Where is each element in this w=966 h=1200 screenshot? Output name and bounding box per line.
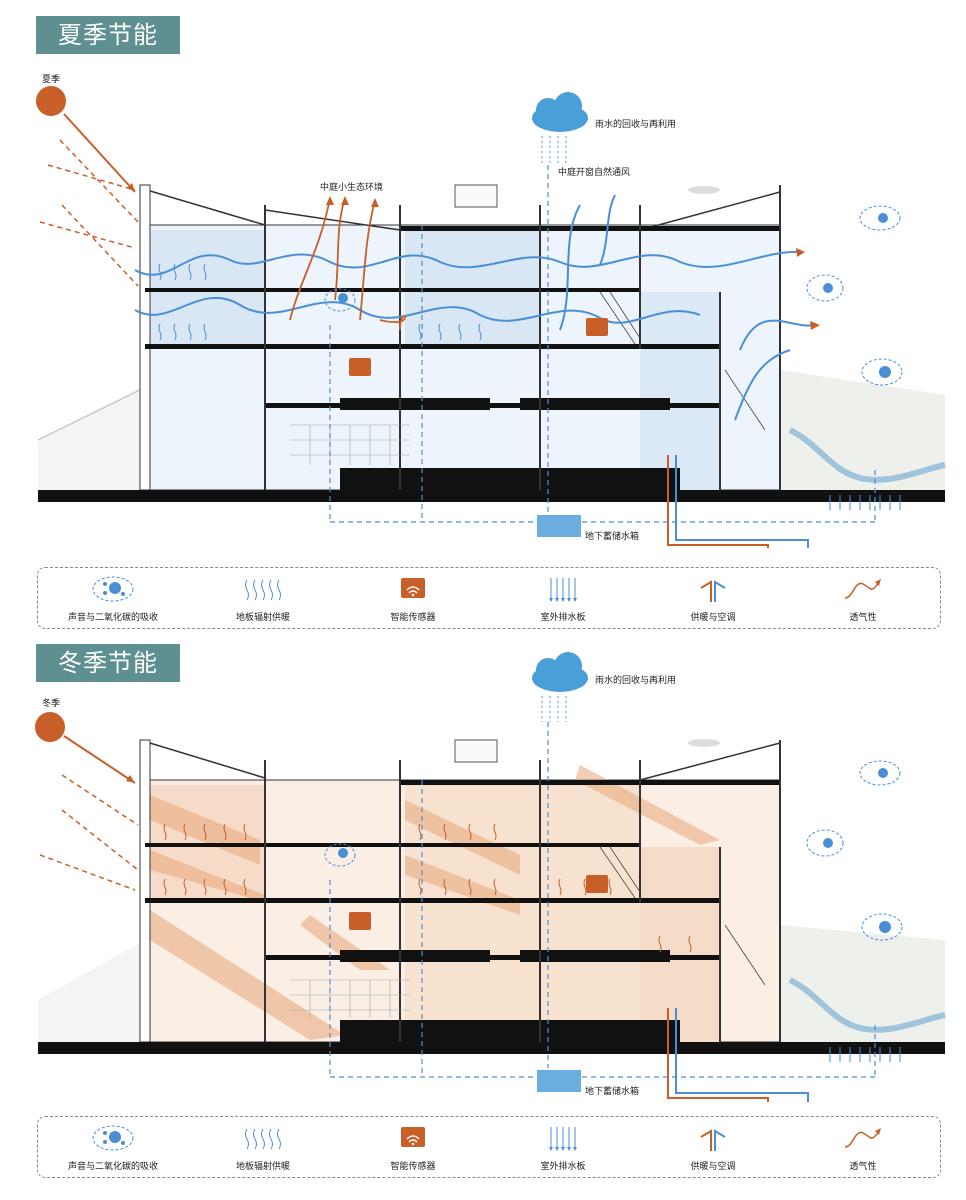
legend-item: 室外排水板 [488,568,638,628]
legend-item: 透气性 [788,1117,938,1177]
smart-sensor-icon [586,318,608,336]
legend-label: 透气性 [849,1162,877,1172]
sound-co2-icon [324,205,903,386]
legend-item: 室外排水板 [488,1117,638,1177]
legend-label: 声音与二氧化碳的吸收 [67,613,158,623]
legend-item: 供暖与空调 [638,568,788,628]
legend-winter: 声音与二氧化碳的吸收 地板辐射供暖 智能传感器 室外排水板 供暖与空调 透气性 [37,1116,941,1178]
legend-label: 智能传感器 [390,1162,436,1172]
annotation-tank: 地下蓄储水箱 [585,532,640,542]
legend-label: 智能传感器 [390,613,436,623]
annotation-ventilation: 中庭开窗自然通风 [558,168,631,178]
season-label: 冬季 [42,699,61,709]
annotation-rain: 雨水的回收与再利用 [595,120,677,130]
panel-title: 冬季节能 [36,644,180,682]
sound-co2-icon [324,760,903,941]
legend-item: 智能传感器 [338,568,488,628]
season-label: 夏季 [42,75,61,85]
annotation-courtyard-eco: 中庭小生态环境 [320,183,384,193]
legend-item: 声音与二氧化碳的吸收 [38,568,188,628]
legend-item: 地板辐射供暖 [188,568,338,628]
water-tank [537,515,581,537]
summer-section-diagram [36,86,946,548]
smart-sensor-icon [586,875,608,893]
legend-label: 透气性 [849,613,877,623]
panel-title: 夏季节能 [36,16,180,54]
rain-cloud-icon [532,92,588,165]
sun-icon [36,86,66,116]
sun-icon [35,712,65,742]
legend-item: 地板辐射供暖 [188,1117,338,1177]
smart-sensor-icon [349,358,371,376]
winter-section-diagram [35,652,946,1102]
annotation-tank: 地下蓄储水箱 [585,1087,640,1097]
legend-label: 供暖与空调 [690,613,736,623]
legend-item: 智能传感器 [338,1117,488,1177]
annotation-rain: 雨水的回收与再利用 [595,676,677,686]
legend-label: 声音与二氧化碳的吸收 [67,1162,158,1172]
legend-summer: 声音与二氧化碳的吸收 地板辐射供暖 智能传感器 室外排水板 供暖与空调 透气性 [37,567,941,629]
legend-label: 供暖与空调 [690,1162,736,1172]
legend-label: 室外排水板 [540,613,586,623]
legend-label: 地板辐射供暖 [235,1162,290,1172]
smart-sensor-icon [349,912,371,930]
legend-item: 透气性 [788,568,938,628]
water-tank [537,1070,581,1092]
legend-item: 声音与二氧化碳的吸收 [38,1117,188,1177]
legend-item: 供暖与空调 [638,1117,788,1177]
legend-label: 室外排水板 [540,1162,586,1172]
winter-panel: 冬季节能 冬季 [0,640,966,1200]
summer-panel: 夏季节能 夏季 [36,16,946,629]
rain-cloud-icon [532,652,588,722]
legend-label: 地板辐射供暖 [235,613,290,623]
